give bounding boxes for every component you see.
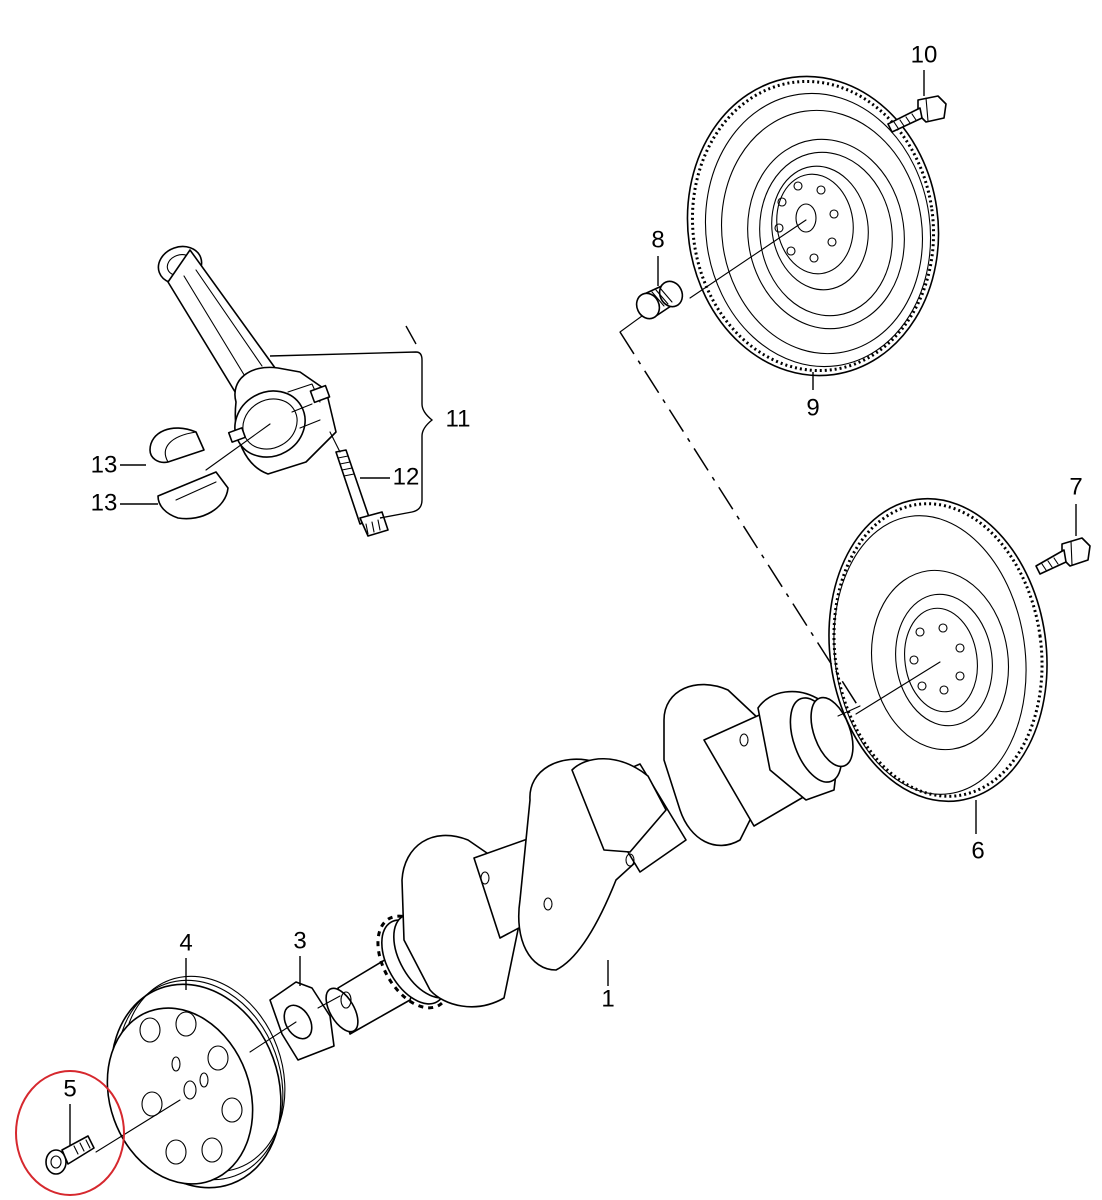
callout-9: 9 — [806, 394, 819, 421]
bearing-shell-upper-part-13[interactable] — [149, 427, 205, 464]
flywheel-bolt-part-10[interactable] — [887, 95, 947, 133]
callout-7: 7 — [1069, 473, 1082, 500]
drive-plate-part-6[interactable] — [810, 484, 1066, 815]
callout-11: 11 — [446, 405, 471, 432]
callout-4: 4 — [179, 929, 192, 956]
drive-plate-bolt-part-7[interactable] — [1035, 537, 1091, 575]
vibration-damper-part-4[interactable] — [83, 953, 311, 1200]
callout-labels: 1 3 4 5 6 7 8 9 10 11 12 13 13 — [63, 41, 1082, 1102]
pulley-bolt-part-5[interactable] — [45, 1135, 95, 1175]
callout-6: 6 — [971, 837, 984, 864]
highlight-circle — [15, 1070, 125, 1196]
callout-13-lower: 13 — [91, 489, 118, 516]
callout-10: 10 — [911, 41, 938, 68]
flywheel-part-9[interactable] — [668, 60, 957, 392]
callout-3: 3 — [293, 927, 306, 954]
sender-wheel-part-3[interactable] — [269, 981, 335, 1061]
connecting-rod-part-11[interactable] — [153, 241, 337, 475]
callout-12: 12 — [393, 463, 420, 490]
callout-8: 8 — [651, 226, 664, 253]
crankshaft-part-1[interactable] — [320, 683, 862, 1037]
callout-1: 1 — [601, 985, 614, 1012]
assembly-axis-lines — [95, 219, 941, 1153]
callout-5: 5 — [63, 1075, 76, 1102]
rod-bolt-part-12[interactable] — [335, 449, 389, 537]
callout-13-upper: 13 — [91, 451, 118, 478]
needle-bearing-part-8[interactable] — [633, 278, 687, 323]
leader-lines — [69, 70, 1077, 1146]
bearing-shell-lower-part-13[interactable] — [157, 471, 229, 520]
